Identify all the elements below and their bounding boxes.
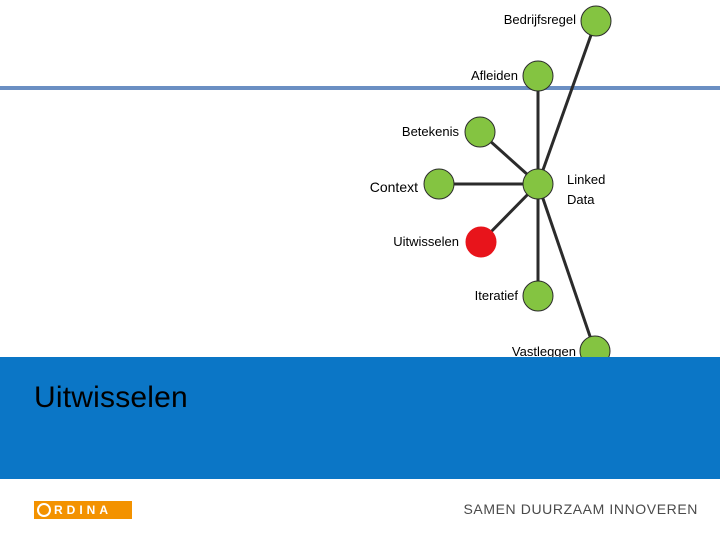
concept-diagram: Bedrijfsregel Afleiden Betekenis Linked … [370, 5, 612, 360]
node-circle [579, 335, 611, 360]
edge-linked-data-vastleggen [536, 183, 597, 352]
node-label-line1: Linked [567, 172, 605, 187]
node-label: Bedrijfsregel [504, 12, 576, 27]
title-banner: Uitwisselen [0, 357, 720, 479]
node-circle [522, 280, 554, 312]
node-iteratief[interactable]: Iteratief [475, 280, 554, 312]
logo-text: RDINA [54, 503, 112, 517]
node-afleiden[interactable]: Afleiden [471, 60, 554, 92]
edge-bedrijfsregel-linked-data [536, 20, 598, 185]
node-label: Afleiden [471, 68, 518, 83]
node-uitwisselen[interactable]: Uitwisselen [393, 226, 497, 258]
top-divider [0, 86, 720, 90]
node-betekenis[interactable]: Betekenis [402, 116, 496, 148]
node-label: Uitwisselen [393, 234, 459, 249]
node-label: Betekenis [402, 124, 460, 139]
node-circle [522, 168, 554, 200]
slogan: SAMEN DUURZAAM INNOVEREN [463, 501, 698, 517]
ordina-o-icon [34, 501, 54, 519]
node-circle [522, 60, 554, 92]
node-circle [423, 168, 455, 200]
node-circle [464, 116, 496, 148]
footer: RDINA SAMEN DUURZAAM INNOVEREN [0, 479, 720, 540]
node-label: Context [370, 179, 418, 195]
node-circle [465, 226, 497, 258]
node-label: Vastleggen [512, 344, 576, 359]
node-vastleggen[interactable]: Vastleggen [512, 335, 611, 360]
node-circle [580, 5, 612, 37]
node-label-line2: Data [567, 192, 595, 207]
ordina-logo: RDINA [34, 501, 132, 519]
node-linked-data[interactable]: Linked Data [522, 168, 605, 207]
node-label: Iteratief [475, 288, 519, 303]
node-bedrijfsregel[interactable]: Bedrijfsregel [504, 5, 612, 37]
node-context[interactable]: Context [370, 168, 455, 200]
page-title: Uitwisselen [34, 381, 188, 414]
